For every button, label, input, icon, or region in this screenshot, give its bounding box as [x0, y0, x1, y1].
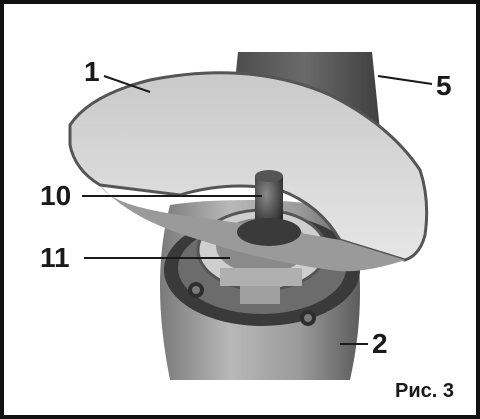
callout-1: 1 [84, 56, 100, 87]
leader-1 [103, 75, 151, 93]
figure-caption: Рис. 3 [395, 380, 454, 402]
callout-11: 11 [40, 242, 70, 273]
callout-5: 5 [436, 70, 452, 101]
protective-guard [68, 71, 429, 262]
leader-5 [377, 75, 433, 85]
callout-10: 10 [40, 180, 72, 211]
callout-2: 2 [372, 328, 388, 359]
